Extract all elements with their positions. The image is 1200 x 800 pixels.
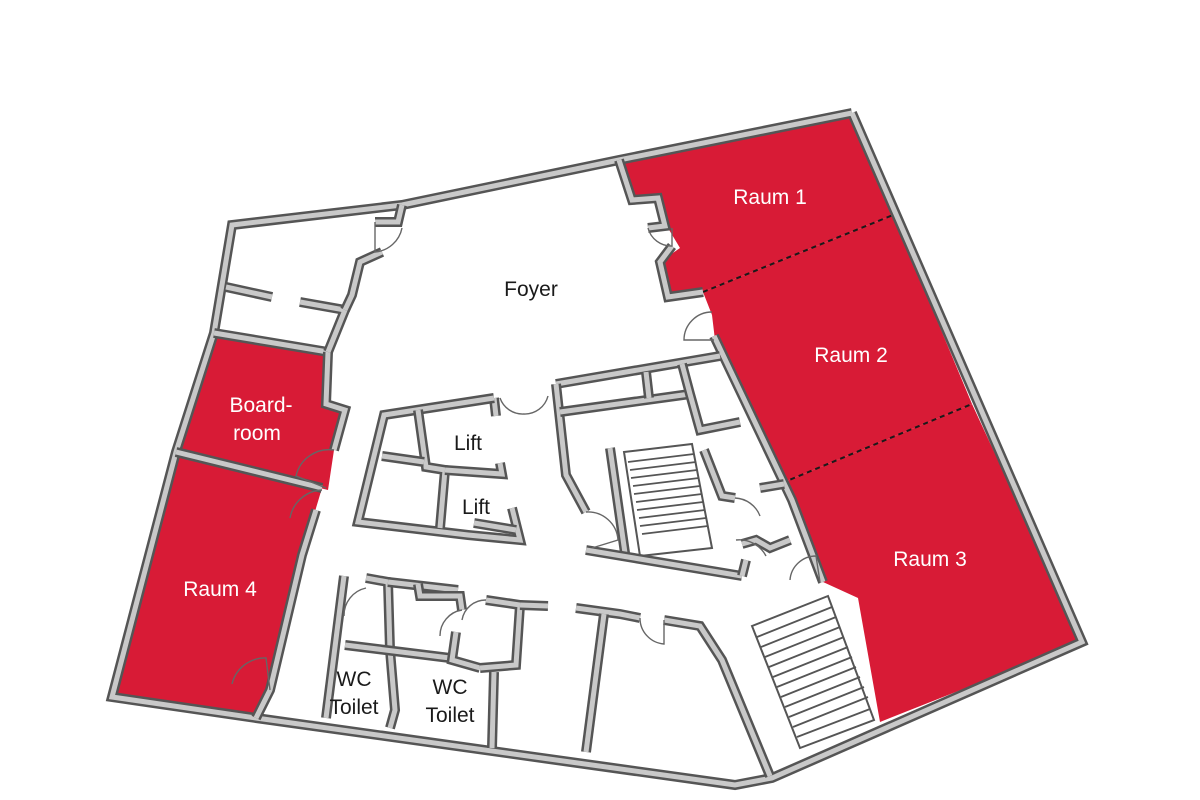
exterior-wall xyxy=(105,108,1089,791)
door-raum4-south xyxy=(231,657,271,691)
door-service xyxy=(585,511,619,549)
divider-raum1-raum2 xyxy=(702,214,894,293)
staircase-center xyxy=(622,442,714,558)
walls xyxy=(105,108,1089,791)
room-labels: Raum 1 Raum 2 Raum 3 Raum 4 Board- room … xyxy=(183,186,967,727)
label-wc-1-line-1: WC xyxy=(337,668,372,691)
label-raum-3: Raum 3 xyxy=(893,548,967,571)
label-foyer: Foyer xyxy=(504,278,558,301)
divider-raum2-raum3 xyxy=(781,403,973,484)
door-service-east xyxy=(735,539,767,557)
label-boardroom-line-2: room xyxy=(233,422,281,445)
room-raum-1-area[interactable] xyxy=(619,113,893,297)
door-raum2 xyxy=(683,311,714,341)
label-wc-1-line-2: Toilet xyxy=(329,696,378,719)
label-raum-4: Raum 4 xyxy=(183,578,257,601)
label-wc-2-line-1: WC xyxy=(433,676,468,699)
lift-block-walls xyxy=(351,393,527,546)
highlighted-rooms xyxy=(112,113,1082,722)
door-raum4-north xyxy=(289,489,323,519)
door-raum1-north xyxy=(647,227,673,247)
label-lift-1: Lift xyxy=(454,432,482,455)
room-boardroom-area[interactable] xyxy=(176,333,345,490)
door-south-room xyxy=(639,617,665,645)
door-stair-east xyxy=(734,497,761,517)
south-wing-walls xyxy=(321,573,775,778)
label-lift-2: Lift xyxy=(462,496,490,519)
label-boardroom-line-1: Board- xyxy=(229,394,292,417)
raum1-foyer-wall xyxy=(614,158,828,584)
label-raum-1: Raum 1 xyxy=(733,186,807,209)
label-raum-2: Raum 2 xyxy=(814,344,888,367)
door-lift-lobby xyxy=(499,395,549,415)
door-northwest xyxy=(374,222,403,253)
room-raum-3-area[interactable] xyxy=(782,404,1082,722)
west-room-walls xyxy=(174,203,407,721)
doors xyxy=(231,222,821,691)
room-raum-2-area[interactable] xyxy=(703,215,972,483)
door-wc-2 xyxy=(439,609,463,637)
door-wc-3 xyxy=(461,599,487,621)
door-boardroom xyxy=(295,448,335,489)
door-wc-1 xyxy=(343,587,367,617)
room-dividers xyxy=(702,214,973,484)
room-raum-4-area[interactable] xyxy=(112,452,322,718)
door-raum3 xyxy=(789,555,821,583)
label-wc-2-line-2: Toilet xyxy=(425,704,474,727)
staircase-south xyxy=(750,594,876,750)
